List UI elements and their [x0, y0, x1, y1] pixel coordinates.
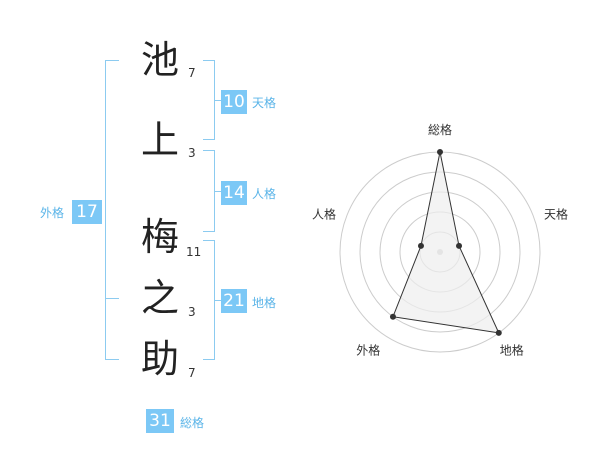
- name-char-4: 之: [140, 276, 179, 320]
- radar-point-3: [495, 329, 502, 336]
- jinkaku-tick: [215, 191, 221, 192]
- gaikaku-bracket-mid: [105, 298, 119, 299]
- radar-point-5: [417, 242, 424, 249]
- stroke-count-3: 11: [186, 245, 202, 259]
- soukaku-badge: 31: [146, 409, 174, 433]
- tenkaku-label: 天格: [252, 96, 277, 110]
- stroke-count-2: 3: [188, 146, 196, 160]
- gaikaku-badge: 17: [72, 200, 102, 224]
- chikaku-tick: [215, 300, 221, 301]
- tenkaku-tick: [215, 100, 221, 101]
- gaikaku-label: 外格: [40, 206, 65, 220]
- tenkaku-badge: 10: [221, 90, 247, 114]
- radar-point-1: [437, 149, 443, 155]
- stroke-count-4: 3: [188, 305, 196, 319]
- radar-axis-label-2: 天格: [544, 206, 568, 221]
- tenkaku-bracket: [203, 60, 215, 140]
- name-char-3: 梅: [140, 215, 179, 259]
- radar-axis-label-3: 地格: [500, 343, 524, 358]
- gaikaku-bracket: [105, 60, 119, 360]
- chikaku-bracket: [203, 240, 215, 360]
- radar-point-2: [456, 242, 463, 249]
- soukaku-label: 総格: [180, 416, 205, 430]
- jinkaku-badge: 14: [221, 181, 247, 205]
- radar-axis-label-5: 人格: [312, 206, 336, 221]
- radar-point-4: [389, 313, 396, 320]
- radar-series-area: [392, 151, 500, 334]
- radar-axis-label-1: 総格: [428, 122, 452, 137]
- name-char-5: 助: [140, 337, 179, 381]
- stroke-count-5: 7: [188, 366, 196, 380]
- name-char-2: 上: [140, 118, 179, 162]
- radar-axis-label-4: 外格: [356, 343, 380, 358]
- name-char-1: 池: [140, 38, 179, 82]
- stroke-count-1: 7: [188, 66, 196, 80]
- chikaku-badge: 21: [221, 289, 247, 313]
- jinkaku-label: 人格: [252, 187, 277, 201]
- jinkaku-bracket: [203, 150, 215, 232]
- chikaku-label: 地格: [252, 296, 277, 310]
